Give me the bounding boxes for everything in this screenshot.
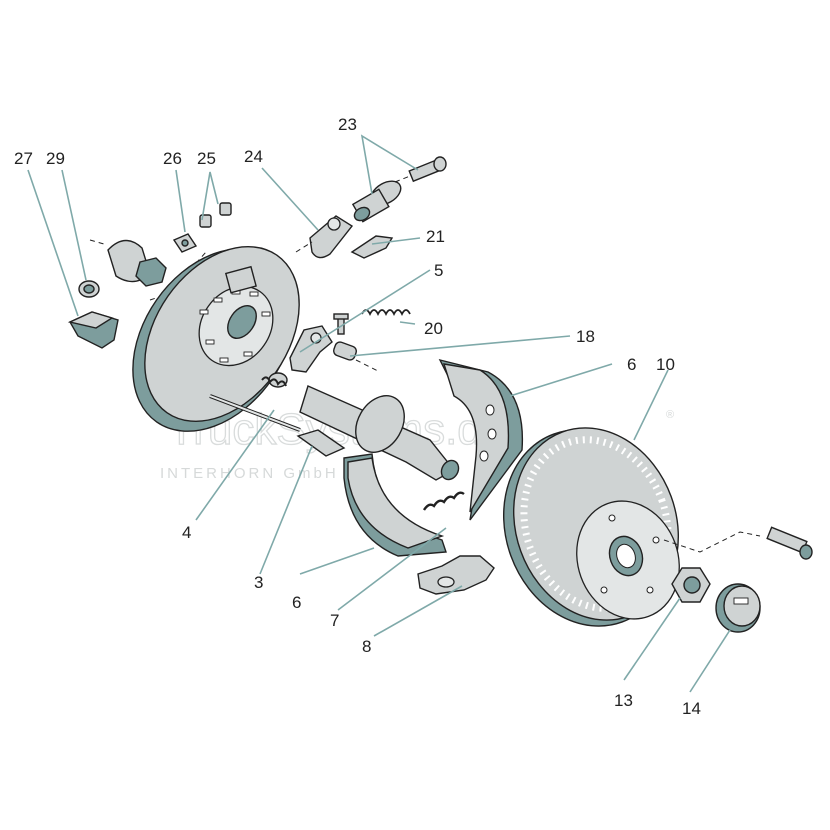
part-labels: 27 29 26 25 24 23 21 5 20 18 6 10 4 3 6 … xyxy=(14,115,701,718)
label-6-upper: 6 xyxy=(627,355,636,374)
part-axle-stub xyxy=(299,385,460,481)
watermark-registered: ® xyxy=(666,409,677,421)
part-hub-cap-14 xyxy=(715,583,761,633)
part-lever-24 xyxy=(295,215,354,259)
part-brake-shoe-upper-6 xyxy=(438,358,524,521)
watermark-sub: INTERHORN GmbH xyxy=(160,465,339,482)
part-bushing-nut xyxy=(89,239,169,301)
part-nut-29 xyxy=(78,280,100,298)
label-21: 21 xyxy=(426,227,445,246)
label-8: 8 xyxy=(362,637,371,656)
label-26: 26 xyxy=(163,149,182,168)
label-10: 10 xyxy=(656,355,675,374)
label-7: 7 xyxy=(330,611,339,630)
part-brake-shoe-lower-6 xyxy=(343,453,447,557)
part-bracket-5 xyxy=(289,325,333,373)
label-5: 5 xyxy=(434,261,443,280)
part-bolt-screw xyxy=(663,526,813,560)
label-18: 18 xyxy=(576,327,595,346)
part-brake-shoe-lever-27 xyxy=(67,311,119,349)
part-adjuster-18 xyxy=(332,341,381,373)
part-clip-3 xyxy=(296,429,346,457)
label-6-lower: 6 xyxy=(292,593,301,612)
part-rod-4 xyxy=(209,376,301,432)
label-27: 27 xyxy=(14,149,33,168)
part-pin-23 xyxy=(351,156,447,223)
label-23: 23 xyxy=(338,115,357,134)
part-plate-21 xyxy=(350,235,394,259)
label-3: 3 xyxy=(254,573,263,592)
part-brake-drum-10 xyxy=(502,427,680,627)
part-backing-plate xyxy=(132,246,300,432)
part-adjuster-8 xyxy=(417,555,495,595)
label-14: 14 xyxy=(682,699,701,718)
part-spring-20 xyxy=(333,309,411,335)
part-nut-13 xyxy=(671,567,711,603)
label-29: 29 xyxy=(46,149,65,168)
label-4: 4 xyxy=(182,523,191,542)
part-clip-26 xyxy=(172,233,198,253)
label-20: 20 xyxy=(424,319,443,338)
label-13: 13 xyxy=(614,691,633,710)
label-25: 25 xyxy=(197,149,216,168)
part-spring-7 xyxy=(422,491,465,511)
label-24: 24 xyxy=(244,147,263,166)
leader-lines xyxy=(27,134,731,693)
